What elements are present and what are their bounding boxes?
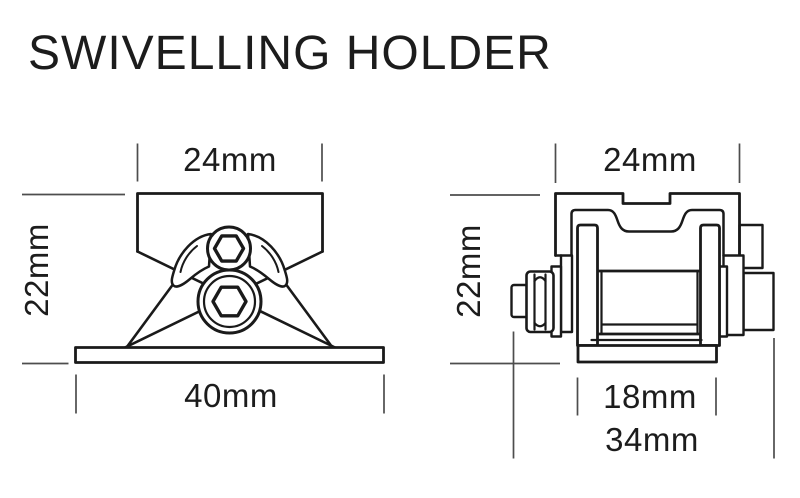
side-hex-nut <box>525 270 555 334</box>
front-22mm-extensions <box>22 193 125 365</box>
page-title: SWIVELLING HOLDER <box>28 27 552 80</box>
front-40mm-ticks <box>75 374 385 414</box>
side-24mm-ticks <box>554 143 741 183</box>
side-34mm-ticks <box>512 331 775 459</box>
side-18mm-ticks <box>576 377 717 416</box>
front-right-wing <box>246 232 289 288</box>
front-wing-fold-lines <box>179 245 280 273</box>
front-upper-bolt-outer <box>206 225 252 272</box>
side-left-plate <box>576 223 599 347</box>
front-base-width-label: 40mm <box>184 377 278 414</box>
side-outer-bracket <box>554 192 741 257</box>
front-top-width-label: 24mm <box>183 141 277 178</box>
side-right-plate <box>699 223 721 347</box>
side-bolt-tip <box>510 283 529 319</box>
side-view-drawing <box>510 192 775 364</box>
front-body-outline <box>136 192 324 253</box>
side-overall-width-label: 34mm <box>605 421 699 458</box>
side-inner-bracket <box>570 208 725 332</box>
side-left-arm <box>559 254 574 334</box>
front-legs <box>125 281 334 349</box>
side-bottom-plate <box>576 344 718 364</box>
front-lower-bolt-ring <box>202 274 257 329</box>
front-24mm-ticks <box>136 143 323 182</box>
side-height-label: 22mm <box>450 224 487 318</box>
side-axle-block <box>742 271 775 332</box>
side-roller-width-label: 18mm <box>603 378 697 415</box>
dimension-lines <box>22 143 775 459</box>
front-upper-hex-socket <box>212 234 246 263</box>
side-22mm-extensions <box>450 194 560 365</box>
side-roller-caps <box>600 269 699 336</box>
side-top-width-label: 24mm <box>603 141 697 178</box>
front-lower-hex-socket <box>211 285 248 318</box>
front-lower-bolt-outer <box>196 268 263 335</box>
front-height-label: 22mm <box>18 223 55 317</box>
front-view-drawing <box>74 192 385 364</box>
front-base-plate <box>74 346 385 364</box>
front-left-wing <box>170 232 213 288</box>
